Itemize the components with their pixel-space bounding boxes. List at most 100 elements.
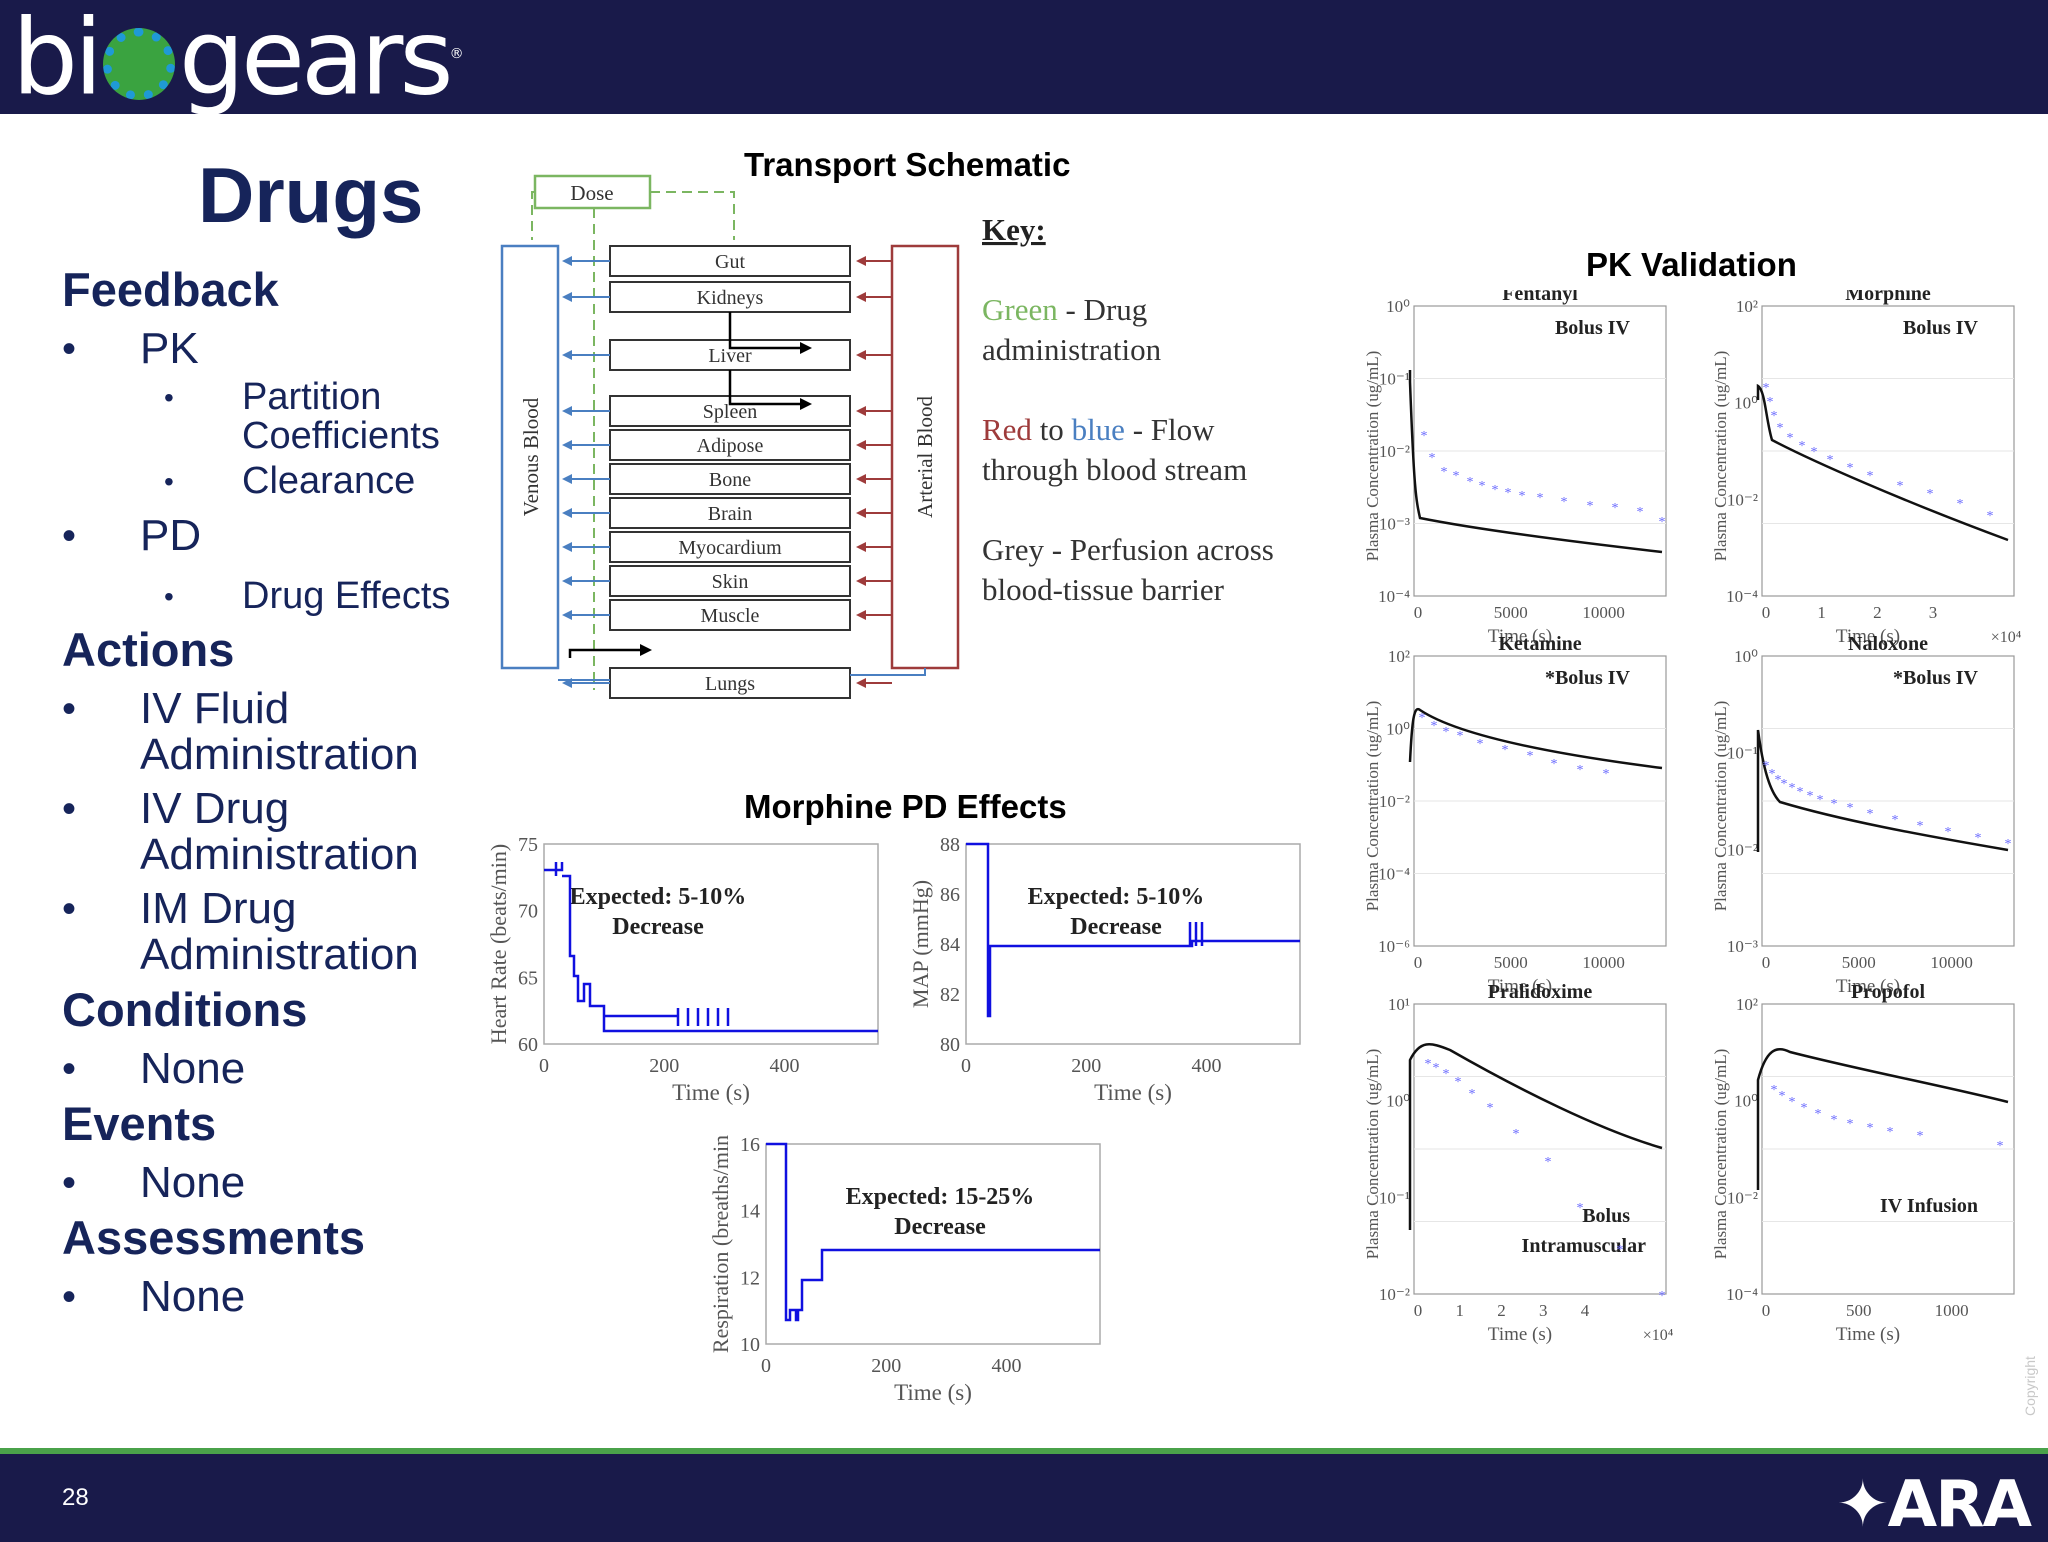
validation-point: *	[1847, 801, 1854, 816]
y-tick-label: 10⁰	[1386, 720, 1410, 739]
x-axis-label: Time (s)	[1488, 626, 1552, 647]
validation-point: *	[1537, 491, 1544, 506]
y-tick-label: 10⁻²	[1379, 442, 1410, 461]
y-tick-label: 86	[940, 884, 960, 906]
copyright-watermark: Copyright	[2022, 1356, 2038, 1416]
conditions-none-item: None	[62, 1046, 482, 1093]
y-axis-label: Respiration (breaths/min	[708, 1135, 733, 1353]
assessments-heading: Assessments	[62, 1211, 366, 1264]
validation-point: *	[1917, 1129, 1924, 1144]
organ-box-myocardium	[609, 531, 851, 563]
x-tick-label: 200	[649, 1055, 679, 1077]
arterial-blood-label: Arterial Blood	[913, 396, 937, 518]
transport-schematic: Dose Venous Blood Arterial Blood GutKidn…	[500, 174, 1274, 699]
slide-title: Drugs	[198, 151, 424, 239]
validation-point: *	[1917, 819, 1924, 834]
validation-point: *	[1443, 1067, 1450, 1082]
dose-label: Dose	[570, 181, 613, 205]
validation-point: *	[1617, 1243, 1624, 1258]
y-tick-label: 10⁻²	[1379, 1285, 1410, 1304]
pk-panel-note: *Bolus IV	[1545, 667, 1631, 689]
validation-point: *	[1887, 1125, 1894, 1140]
validation-point: *	[1443, 725, 1450, 740]
x-multiplier: ×10⁴	[1643, 1327, 1674, 1344]
organ-label: Liver	[708, 345, 752, 367]
organ-box-gut	[609, 245, 851, 277]
x-axis-label: Time (s)	[1836, 1324, 1900, 1345]
validation-point: *	[1551, 757, 1558, 772]
pk-panel-note: Bolus IV	[1903, 317, 1979, 339]
validation-point: *	[1577, 763, 1584, 778]
x-tick-label: 10000	[1582, 953, 1625, 972]
y-tick-label: 75	[518, 834, 538, 856]
y-tick-label: 10⁻⁶	[1378, 937, 1410, 956]
venous-blood-label: Venous Blood	[519, 397, 543, 516]
x-tick-label: 5000	[1842, 953, 1876, 972]
y-tick-label: 14	[740, 1201, 760, 1223]
key-flow-line2: through blood stream	[982, 452, 1247, 487]
y-axis-label: Plasma Concentration (ug/mL)	[1711, 701, 1730, 912]
organ-label: Spleen	[703, 401, 757, 423]
y-tick-label: 10⁻⁴	[1726, 587, 1758, 606]
validation-point: *	[1927, 487, 1934, 502]
validation-point: *	[1441, 465, 1448, 480]
validation-point: *	[1527, 749, 1534, 764]
validation-point: *	[1797, 785, 1804, 800]
validation-point: *	[1815, 1107, 1822, 1122]
feedback-heading: Feedback	[62, 263, 279, 316]
validation-point: *	[1769, 767, 1776, 782]
y-tick-label: 10⁻²	[1727, 490, 1758, 509]
model-curve	[1756, 383, 2009, 542]
model-curve	[1408, 707, 1663, 770]
x-tick-label: 0	[1762, 953, 1771, 972]
organ-label: Muscle	[701, 605, 760, 627]
dose-box	[533, 174, 652, 210]
pk-panel-note: IV Infusion	[1880, 1195, 1978, 1217]
validation-point: *	[1867, 1121, 1874, 1136]
pd-item: PD	[62, 513, 482, 560]
validation-point: *	[1659, 1289, 1666, 1304]
key-grey-line: Grey - Perfusion across	[982, 532, 1274, 567]
x-tick-label: 1000	[1935, 1301, 1969, 1320]
pk-panel-title: Morphine	[1845, 290, 1931, 305]
y-tick-label: 16	[740, 1134, 760, 1156]
x-tick-label: 5000	[1494, 953, 1528, 972]
x-axis-label: Time (s)	[1836, 626, 1900, 647]
y-axis-label: Plasma Concentration (ug/mL)	[1711, 351, 1730, 562]
validation-point: *	[1817, 793, 1824, 808]
ara-logo: ✦ARA	[1836, 1468, 2032, 1542]
validation-point: *	[1787, 431, 1794, 446]
y-axis-label: Plasma Concentration (ug/mL)	[1711, 1049, 1730, 1260]
y-tick-label: 10⁻⁴	[1378, 865, 1410, 884]
key-flow-line: Red to blue - Flow	[982, 412, 1215, 447]
validation-point: *	[1867, 469, 1874, 484]
organ-label: Myocardium	[678, 537, 782, 559]
validation-point: *	[1469, 1087, 1476, 1102]
pk-panel-note: Intramuscular	[1522, 1235, 1647, 1257]
x-tick-label: 10000	[1930, 953, 1973, 972]
series-line	[966, 842, 1300, 1018]
annotation: Expected: 5-10%	[1028, 884, 1205, 910]
x-axis-label: Time (s)	[1488, 1324, 1552, 1345]
validation-point: *	[1637, 505, 1644, 520]
key-heading: Key:	[982, 212, 1046, 247]
x-tick-label: 0	[539, 1055, 549, 1077]
validation-point: *	[1479, 479, 1486, 494]
plot-frame	[965, 843, 1301, 1045]
validation-point: *	[1659, 515, 1666, 530]
y-tick-label: 10⁰	[1386, 1092, 1410, 1111]
validation-point: *	[1847, 461, 1854, 476]
x-axis-label: Time (s)	[672, 1080, 750, 1105]
validation-point: *	[1867, 807, 1874, 822]
validation-point: *	[1545, 1155, 1552, 1170]
compass-star-icon: ✦	[1836, 1468, 1890, 1542]
x-tick-label: 0	[1414, 953, 1423, 972]
validation-point: *	[1767, 395, 1774, 410]
validation-point: *	[1789, 1095, 1796, 1110]
transport-schematic-title: Transport Schematic	[744, 146, 1071, 183]
validation-point: *	[1827, 453, 1834, 468]
